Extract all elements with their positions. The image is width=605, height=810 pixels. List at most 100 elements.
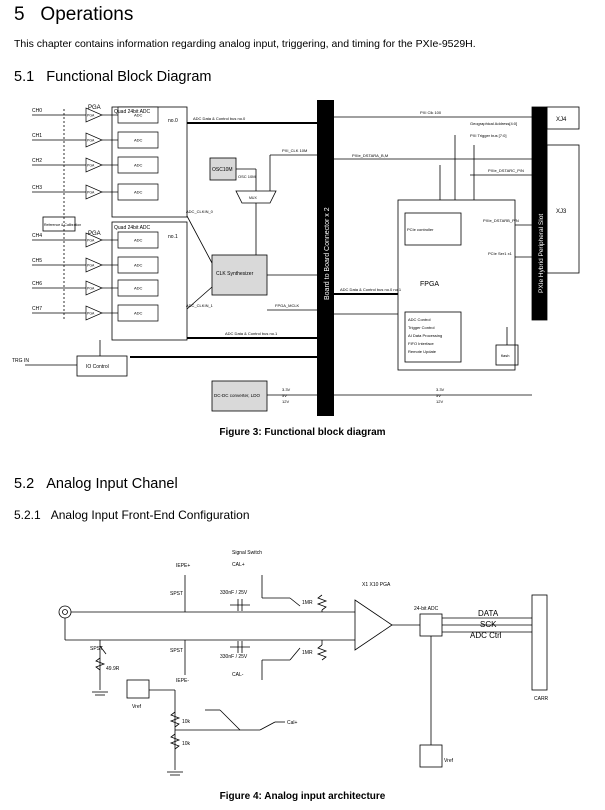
analog-input-architecture: Signal Switch CAL+ CAL- IEPE+ IEPE- SPST… — [58, 550, 549, 776]
sig-dstarb: PXIe_DSTARB_P/N — [483, 218, 519, 223]
fpga-function-item: ADC Control — [408, 317, 431, 322]
osc-label: OSC10M — [212, 167, 233, 173]
pga-label-top: PGA — [88, 105, 101, 111]
pga-label-bottom: PGA — [88, 231, 101, 237]
pga-text: PGA — [87, 312, 95, 316]
sig-pxi-clk100: PXI Clk 100 — [420, 110, 442, 115]
adc-block — [117, 279, 159, 297]
adc-ctrl-signal-label: ADC Ctrl — [470, 631, 502, 640]
cap-label-bottom: 330nF / 25V — [220, 654, 248, 660]
adc-text: ADC — [134, 113, 143, 118]
quad-adc-label-bottom: Quad 24bit ADC — [114, 225, 151, 231]
sig-3v3-right: 3.3V — [436, 387, 445, 392]
sig-geo: Geographical Address[4:0] — [470, 121, 517, 126]
pga-text: PGA — [87, 139, 95, 143]
pcie-controller-label: PCIe controller — [407, 227, 434, 232]
slot-label: PXIe Hybrid Peripheral Slot — [538, 214, 545, 293]
adc-text: ADC — [134, 163, 143, 168]
figure-4-caption: Figure 4: Analog input architecture — [219, 791, 386, 802]
pga-triangle — [85, 184, 103, 200]
sig-12v: 12V — [282, 399, 289, 404]
quad-adc-no-bottom: no.1 — [168, 234, 178, 240]
channel-label: CH1 — [32, 133, 42, 139]
subsection-heading-5-2: 5.2 Analog Input Chanel — [14, 476, 178, 492]
sig-adc-clkin1: ADC_CLKIN_1 — [186, 303, 214, 308]
sig-adc-bus-right: ADC Data & Control bus no.0 no.1 — [340, 287, 402, 292]
cal-plus-label: CAL+ — [232, 562, 245, 568]
adc-block — [117, 131, 159, 149]
dcdc-label: DC-DC converter, LDO — [214, 393, 261, 398]
sig-dstarc: PXIe_DSTARC_P/N — [488, 168, 524, 173]
pga-triangle — [85, 132, 103, 148]
mux-label: MUX — [249, 196, 257, 200]
sig-adc-bus1: ADC Data & Control bus no.1 — [225, 331, 278, 336]
adc-block — [117, 183, 159, 201]
spst-label-left: SPST — [90, 646, 103, 652]
xj3-label: XJ3 — [556, 209, 567, 215]
vref-left-label: Vref — [132, 704, 142, 710]
section-heading: 5 Operations — [14, 4, 133, 26]
connector-label: Board to Board Connector x 2 — [324, 207, 331, 300]
sig-3v3: 3.3V — [282, 387, 291, 392]
pga-triangle — [85, 305, 103, 321]
vref-right-label: Vref — [444, 758, 454, 764]
sck-signal-label: SCK — [480, 620, 497, 629]
sig-adc-bus0: ADC Data & Control bus no.0 — [193, 116, 246, 121]
subsection-number: 5.2.1 — [14, 508, 41, 522]
pga-text: PGA — [87, 239, 95, 243]
pga-text: PGA — [87, 164, 95, 168]
section-title: Operations — [40, 4, 134, 25]
fpga-function-item: FIFO Interface — [408, 341, 435, 346]
sig-fpga-mclk: FPGA_MCLK — [275, 303, 300, 308]
cal-minus-label: CAL- — [232, 672, 244, 678]
sig-osc-out: OSC 10M — [238, 174, 256, 179]
adc-block — [117, 106, 159, 124]
subsection-title: Functional Block Diagram — [46, 69, 212, 85]
pga-triangle — [85, 257, 103, 273]
sig-pcie-ser: PCIe Ser1 x1 — [488, 251, 513, 256]
quad-adc-label-top: Quad 24bit ADC — [114, 109, 151, 115]
sig-adc-clkin0: ADC_CLKIN_0 — [186, 209, 214, 214]
adc-24bit-label: 24-bit ADC — [414, 606, 439, 612]
adc-text: ADC — [134, 311, 143, 316]
channel-label: CH7 — [32, 306, 42, 312]
mr-label-bottom: 1MR — [302, 650, 313, 656]
cap-label-top: 330nF / 25V — [220, 590, 248, 596]
intro-paragraph: This chapter contains information regard… — [14, 38, 476, 50]
sig-12v-right: 12V — [436, 399, 443, 404]
iepe-minus-label: IEPE- — [176, 678, 189, 684]
subsection-title: Analog Input Front-End Configuration — [50, 508, 250, 522]
iepe-plus-label: IEPE+ — [176, 563, 190, 569]
channel-label: CH6 — [32, 281, 42, 287]
fpga-function-item: AI Data Processing — [408, 333, 442, 338]
pga-triangle — [85, 280, 103, 296]
pga-triangle — [85, 107, 103, 123]
subsection-heading-5-2-1: 5.2.1 Analog Input Front-End Configurati… — [14, 508, 250, 522]
sig-pxi-clk10m: PXI_CLK 10M — [282, 148, 307, 153]
adc-text: ADC — [134, 238, 143, 243]
adc-block — [117, 256, 159, 274]
carr-label: CARR — [534, 696, 549, 702]
r499-label: 49.9R — [106, 666, 120, 672]
spst-label-bottom: SPST — [170, 648, 183, 654]
channel-label: CH5 — [32, 258, 42, 264]
adc-text: ADC — [134, 138, 143, 143]
subsection-number: 5.2 — [14, 476, 35, 492]
sig-5v: 5V — [282, 393, 287, 398]
adc-block — [117, 304, 159, 322]
adc-block — [117, 231, 159, 249]
adc-text: ADC — [134, 263, 143, 268]
subsection-heading-5-1: 5.1 Functional Block Diagram — [14, 69, 211, 85]
section-number: 5 — [14, 4, 25, 25]
channel-label: CH0 — [32, 108, 42, 114]
pga-triangle — [85, 157, 103, 173]
data-signal-label: DATA — [478, 609, 499, 618]
r10k-top-label: 10k — [182, 719, 191, 725]
clk-synth-label: CLK Synthesizer — [216, 271, 254, 277]
subsection-title: Analog Input Chanel — [46, 476, 178, 492]
adc-text: ADC — [134, 286, 143, 291]
cal-plus2-label: Cal+ — [287, 720, 298, 726]
pga-text: PGA — [87, 191, 95, 195]
channel-label: CH3 — [32, 185, 42, 191]
